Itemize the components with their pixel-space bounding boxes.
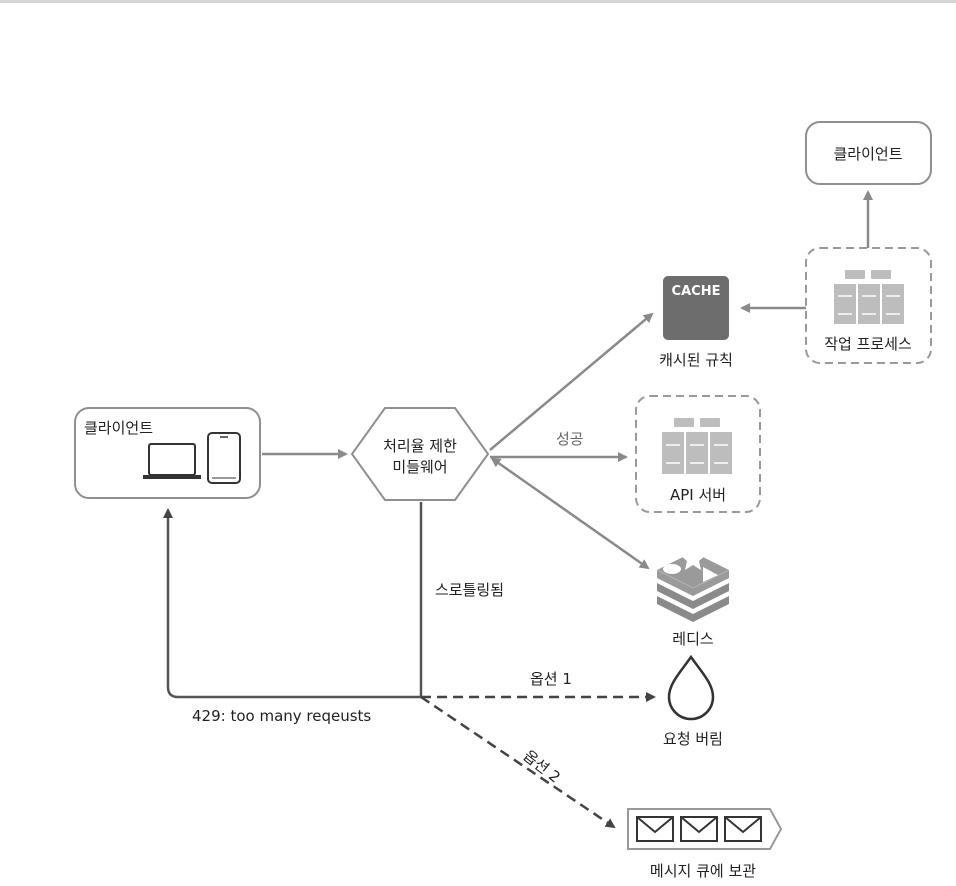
api-server-label: API 서버	[669, 486, 727, 504]
redis-icon	[656, 545, 730, 622]
redis-label: 레디스	[672, 630, 714, 648]
drop-icon	[667, 654, 715, 721]
rate-limiter-hexagon	[350, 407, 490, 501]
cache-label: 캐시된 규칙	[659, 351, 733, 369]
api-server-node	[635, 395, 761, 513]
tablet-icon	[207, 432, 241, 484]
server-icon	[834, 270, 904, 324]
throttled-label: 스로틀링됨	[435, 581, 505, 599]
drop-label: 요청 버림	[663, 730, 723, 748]
arrow-to-cache	[489, 312, 654, 451]
rate-limiter-line2: 미들웨어	[392, 458, 448, 476]
rate-limiter-line1: 처리율 제한	[383, 437, 457, 455]
worker-node	[805, 247, 932, 364]
laptop-icon	[143, 443, 201, 479]
worker-label: 작업 프로세스	[824, 335, 912, 353]
arrow-429-to-client	[163, 508, 421, 699]
rate-limiter-label: 처리율 제한 미들웨어	[352, 436, 488, 478]
success-label: 성공	[556, 430, 584, 448]
message-queue-icon	[627, 808, 783, 850]
server-icon	[662, 418, 732, 474]
client-left-node	[74, 407, 261, 499]
too-many-requests-label: 429: too many reqeusts	[192, 707, 372, 725]
client-top-node	[805, 121, 932, 185]
queue-label: 메시지 큐에 보관	[649, 862, 757, 880]
client-left-label: 클라이언트	[84, 419, 154, 437]
cache-badge: CACHE	[671, 284, 721, 299]
option1-label: 옵션 1	[530, 670, 572, 688]
top-border	[0, 0, 956, 3]
cache-node	[663, 276, 729, 340]
arrow-middleware-redis	[490, 457, 650, 570]
arrow-option2	[420, 695, 616, 829]
client-top-label: 클라이언트	[833, 145, 903, 163]
